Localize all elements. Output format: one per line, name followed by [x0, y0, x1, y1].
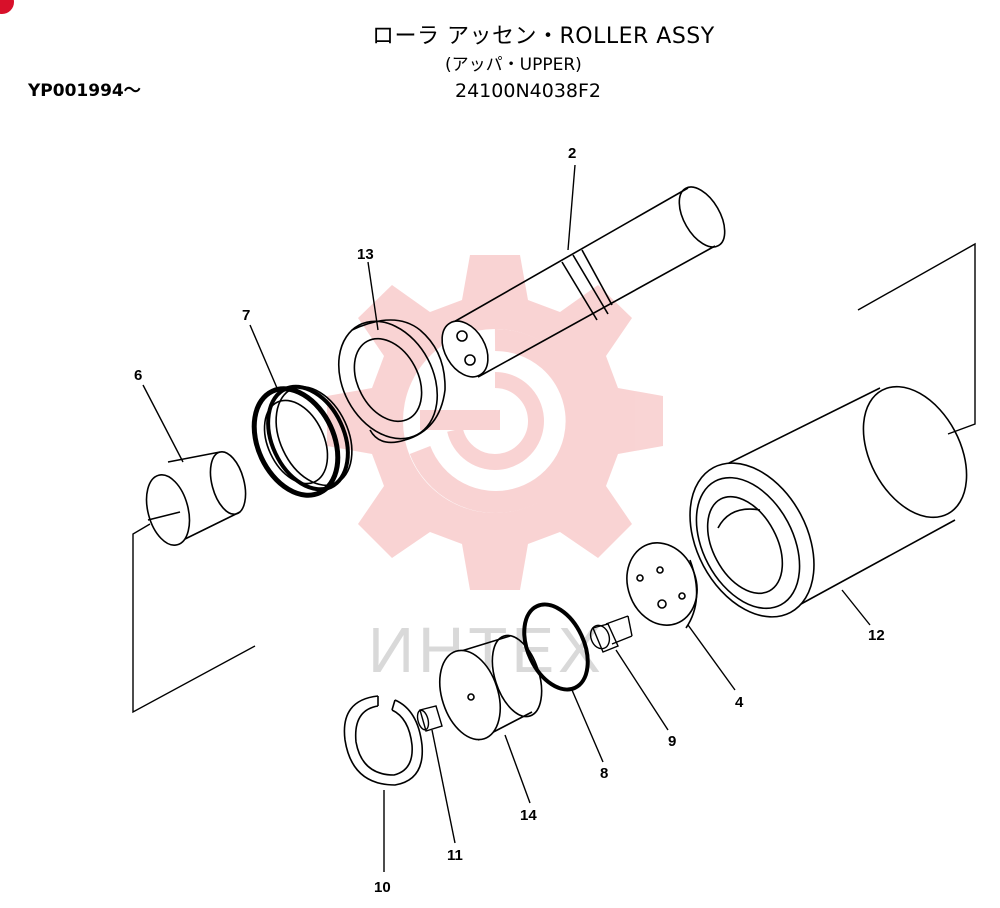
leader-13 [367, 261, 379, 331]
callout-6: 6 [134, 367, 142, 384]
leader-14 [504, 734, 531, 804]
leader-9 [615, 649, 669, 731]
callout-13: 13 [357, 246, 374, 263]
leader-11 [431, 729, 456, 844]
bracket-right [857, 242, 976, 435]
watermark-logo [327, 255, 663, 590]
part-number: 24100N4038F2 [455, 80, 602, 102]
part-10-snap-ring [343, 695, 424, 786]
part-11-plug [416, 705, 443, 732]
serial-range: YP001994～ [28, 81, 141, 101]
leader-12 [841, 589, 871, 626]
watermark-gear-icon [327, 255, 663, 590]
leader-8 [571, 689, 604, 763]
callout-10: 10 [374, 879, 391, 896]
callout-labels: 2 13 7 6 12 4 9 8 14 11 10 [134, 145, 885, 896]
part-9-bolt [589, 615, 633, 653]
callout-12: 12 [868, 627, 885, 644]
leader-6 [142, 384, 184, 463]
part-2-shaft [441, 186, 726, 378]
leader-7 [249, 324, 281, 396]
callout-2: 2 [568, 145, 576, 162]
part-7-seal [251, 384, 353, 498]
callout-4: 4 [735, 694, 744, 711]
part-12-roller-shell [689, 385, 968, 618]
part-14-end-cap [439, 634, 543, 741]
callout-7: 7 [242, 307, 250, 324]
part-6-bushing [145, 451, 247, 546]
callout-9: 9 [668, 733, 676, 750]
callout-11: 11 [447, 847, 463, 864]
leader-2 [567, 164, 576, 251]
callout-8: 8 [600, 765, 608, 782]
corner-mark [0, 0, 14, 14]
part-13-collar [337, 319, 446, 444]
leader-lines [132, 164, 976, 872]
bracket-left [132, 523, 256, 714]
leader-4 [687, 624, 736, 691]
diagram-subtitle: (アッパ・UPPER) [445, 55, 582, 75]
diagram-title: ローラ アッセン・ROLLER ASSY [372, 24, 715, 49]
callout-14: 14 [520, 807, 537, 824]
part-4-cover [626, 542, 698, 629]
part-8-oring [522, 602, 590, 692]
